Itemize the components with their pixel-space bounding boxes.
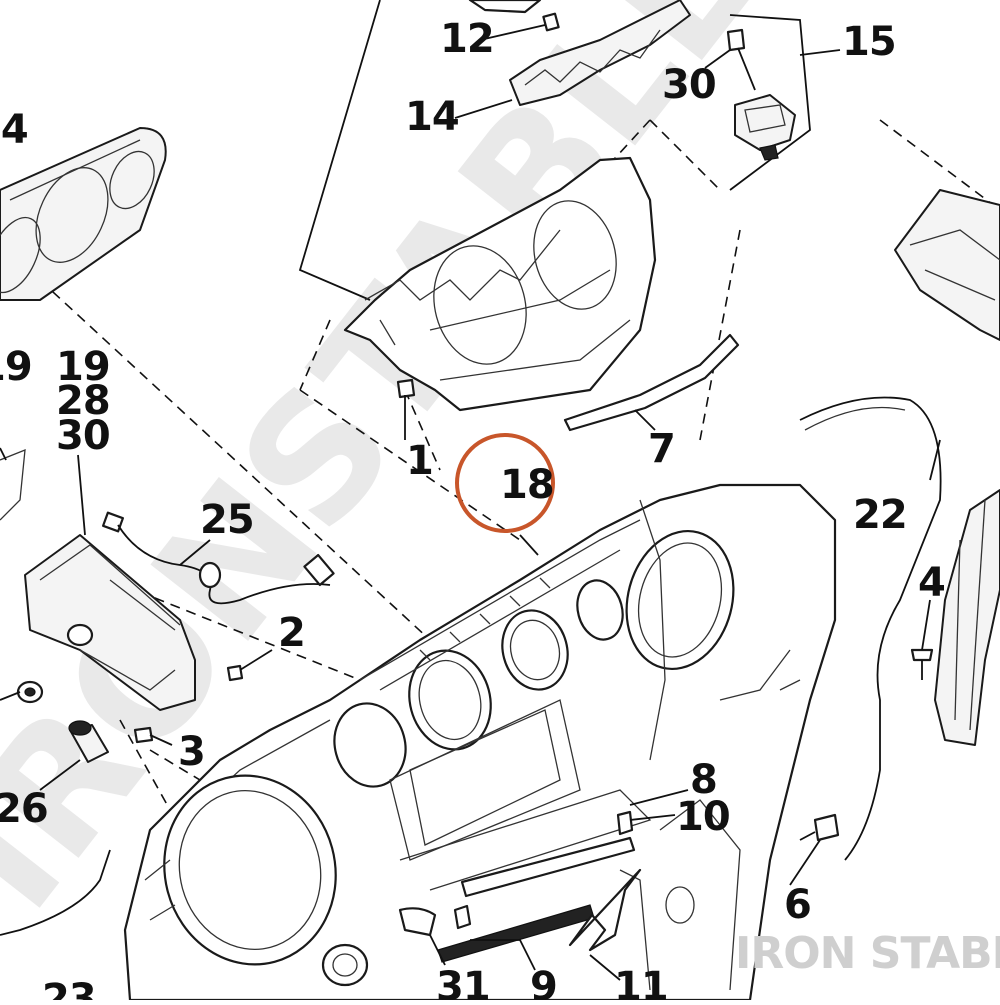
pad-part-10 [453,810,634,930]
callout-9: 9 [530,964,557,1000]
edge-trim-part-22 [799,396,942,861]
callout-25: 25 [200,497,254,543]
callout-30-top: 30 [662,62,716,108]
strip-part-8 [460,836,636,898]
bracket-lines [298,0,841,301]
callout-3: 3 [178,729,205,775]
callout-15: 15 [842,19,896,65]
highlight-ring [455,433,555,533]
callout-19: 19 [56,344,110,390]
module-part-19 [24,511,196,711]
callout-30-left: 30 [56,413,110,459]
callout-numbers: 12 14 15 30 14 1 7 19 28 30 19 25 2 3 26… [0,16,946,1005]
callout-12: 12 [440,16,494,62]
callout-19-edge: 19 [0,344,32,390]
callout-10: 10 [676,794,730,840]
fastener-part-6 [799,813,840,842]
gauge-bezel-part-4 [0,127,167,301]
screw-part-1 [396,378,416,399]
screw-part-2 [226,664,244,682]
callout-4: 4 [918,560,945,606]
callout-14-top: 14 [405,94,459,140]
brand-watermark: IRON STABLE [735,928,1000,979]
callout-31: 31 [436,964,490,1000]
clip-part-11 [568,868,642,952]
screw-part-3 [133,726,154,744]
callout-11: 11 [614,964,668,1000]
edge-trim-part-23 [0,849,111,936]
trim-strip-part-7 [563,333,740,432]
cable-part-25 [117,524,335,605]
wing-nut [16,680,44,704]
callout-14-left: 14 [0,107,28,153]
fairing-part-18 [123,483,837,1002]
callout-22: 22 [853,492,907,538]
callout-1: 1 [406,438,433,484]
speaker-bracket-right [934,489,1000,746]
callout-18: 18 [500,462,554,508]
callout-leader-lines [0,24,941,981]
callout-28: 28 [56,378,110,424]
callout-23: 23 [42,976,96,1000]
callout-2: 2 [278,610,305,656]
rivet-part-4 [910,648,934,680]
callout-8: 8 [690,757,717,803]
bracket-part-14 [468,0,691,106]
speaker-housing-right [894,189,1000,341]
inner-fairing-upper [343,156,657,412]
callout-7: 7 [648,426,675,472]
switch-part-15 [726,28,796,161]
callout-26: 26 [0,786,48,832]
bracket-part-31 [398,907,437,937]
callout-6: 6 [784,882,811,928]
connector-part-26 [68,720,109,763]
